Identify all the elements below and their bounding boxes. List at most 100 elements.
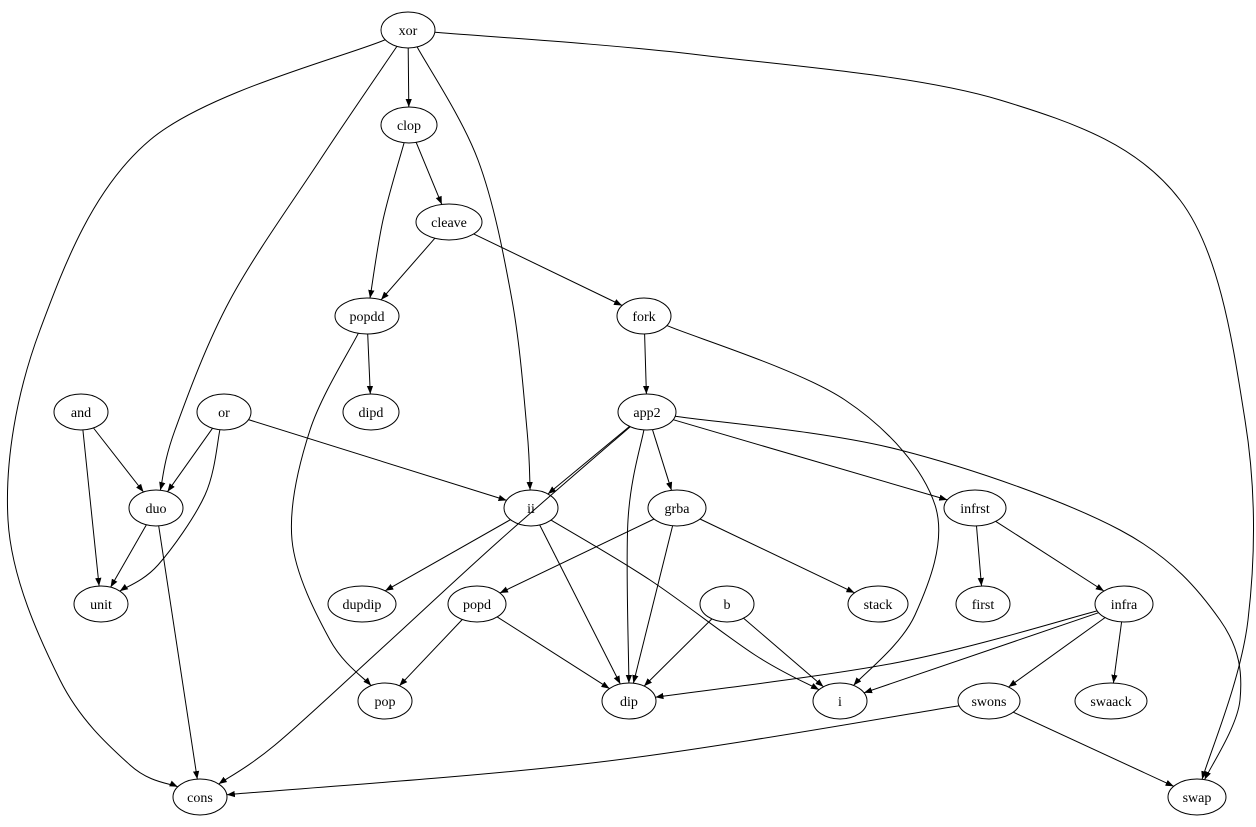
edge-swons-swap [1013,711,1174,787]
node-label-popdd: popdd [350,310,385,325]
node-label-infrst: infrst [960,502,990,517]
node-cons: cons [172,778,228,816]
node-xor: xor [380,11,436,49]
node-label-unit: unit [90,598,112,613]
edge-popd-dip [496,616,610,690]
node-label-first: first [972,598,995,613]
edge-app2-ii [547,426,630,495]
node-label-swaack: swaack [1090,695,1131,710]
node-label-i: i [838,695,842,710]
edge-cleave-popdd [380,237,436,301]
node-label-swap: swap [1183,791,1212,806]
node-ellipse-or [196,393,252,431]
node-label-or: or [218,406,230,421]
edge-app2-dip [625,429,645,684]
node-swaack: swaack [1074,682,1148,720]
node-ellipse-swaack [1074,682,1148,720]
node-b: b [699,585,755,623]
node-label-app2: app2 [633,406,660,421]
node-stack: stack [847,585,909,623]
edge-app2-cons [218,426,631,785]
node-ellipse-popd [447,585,507,623]
node-infra: infra [1094,585,1154,623]
node-pop: pop [357,682,413,720]
node-label-popd: popd [463,598,491,613]
node-ellipse-clop [380,106,438,144]
edge-infrst-first [976,525,984,587]
edge-b-i [743,617,824,688]
node-label-dip: dip [620,695,638,710]
node-app2: app2 [617,393,677,431]
node-ellipse-cleave [415,203,483,241]
node-label-cleave: cleave [431,216,467,231]
edge-duo-cons [158,525,200,780]
node-label-b: b [724,598,731,613]
edge-clop-popdd [368,142,405,299]
edge-popd-pop [399,619,463,687]
edge-swons-cons [226,705,960,798]
node-label-clop: clop [397,119,421,134]
edge-app2-grba [652,429,673,491]
edge-or-unit [119,429,221,592]
node-ellipse-stack [847,585,909,623]
edge-infra-swons [1008,617,1106,688]
node-clop: clop [380,106,438,144]
edge-or-duo [167,428,213,492]
edge-grba-popd [499,518,655,594]
edge-and-unit [82,429,102,587]
edge-xor-clop [405,47,412,108]
edge-popdd-pop [290,333,372,686]
edge-ii-dip [539,524,621,685]
node-unit: unit [73,585,129,623]
edge-or-ii [248,419,507,501]
node-dipd: dipd [342,393,400,431]
node-label-xor: xor [399,24,418,39]
edge-clop-cleave [415,142,443,205]
node-label-and: and [71,406,91,421]
node-fork: fork [616,297,672,335]
edge-popdd-dipd [366,333,374,395]
node-popd: popd [447,585,507,623]
node-dupdip: dupdip [327,585,397,623]
node-i: i [812,682,868,720]
node-ellipse-infra [1094,585,1154,623]
node-ellipse-dipd [342,393,400,431]
node-label-infra: infra [1111,598,1138,613]
node-ellipse-xor [380,11,436,49]
node-ellipse-unit [73,585,129,623]
node-label-dupdip: dupdip [343,598,382,613]
node-ellipse-and [53,393,109,431]
edge-grba-dip [632,525,674,684]
node-ellipse-first [955,585,1011,623]
edge-cleave-fork [473,233,623,306]
node-cleave: cleave [415,203,483,241]
node-ellipse-dip [601,682,657,720]
node-label-cons: cons [187,791,213,806]
node-ellipse-dupdip [327,585,397,623]
node-and: and [53,393,109,431]
node-ellipse-pop [357,682,413,720]
node-swap: swap [1167,778,1227,816]
node-label-fork: fork [632,310,655,325]
node-ellipse-fork [616,297,672,335]
edge-and-duo [93,427,144,493]
node-grba: grba [647,489,707,527]
node-popdd: popdd [334,297,400,335]
node-ellipse-i [812,682,868,720]
edge-b-dip [643,618,713,687]
node-dip: dip [601,682,657,720]
node-label-stack: stack [864,598,893,613]
edge-xor-swap [434,31,1254,780]
node-label-grba: grba [665,502,691,517]
edge-app2-infrst [673,419,948,501]
node-label-pop: pop [375,695,396,710]
node-ellipse-duo [128,489,184,527]
node-swons: swons [957,682,1021,720]
node-first: first [955,585,1011,623]
node-label-swons: swons [971,695,1006,710]
edge-app2-swap [675,415,1242,780]
node-ellipse-swap [1167,778,1227,816]
node-ellipse-popdd [334,297,400,335]
